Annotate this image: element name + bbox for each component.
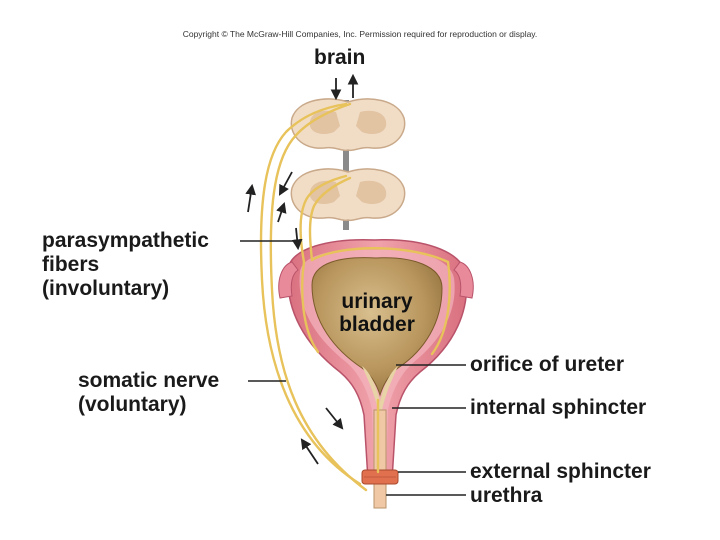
leader-lines <box>240 240 466 496</box>
nerve-fibers <box>259 102 451 492</box>
spinal-cord <box>343 100 349 230</box>
label-external-sphincter: external sphincter <box>470 460 651 483</box>
label-urinary: urinary <box>341 290 413 313</box>
label-parasympathetic: parasympathetic <box>42 229 209 252</box>
urethra-tube <box>373 409 387 509</box>
ureter-right <box>453 261 474 299</box>
copyright-notice: Copyright © The McGraw-Hill Companies, I… <box>182 29 538 39</box>
label-internal-sphincter: internal sphincter <box>470 396 647 419</box>
external-sphincter <box>361 469 399 485</box>
ureter-left <box>278 261 299 299</box>
arrows <box>245 73 359 465</box>
label-parasympathetic-fibers: fibers <box>42 253 100 276</box>
label-urethra: urethra <box>470 484 543 507</box>
label-bladder: bladder <box>339 313 415 336</box>
label-parasympathetic-involuntary: (involuntary) <box>42 277 170 300</box>
label-somatic-nerve: somatic nerve <box>78 369 220 392</box>
label-orifice-of-ureter: orifice of ureter <box>470 353 625 376</box>
label-brain: brain <box>314 46 366 69</box>
label-somatic-voluntary: (voluntary) <box>78 393 187 416</box>
